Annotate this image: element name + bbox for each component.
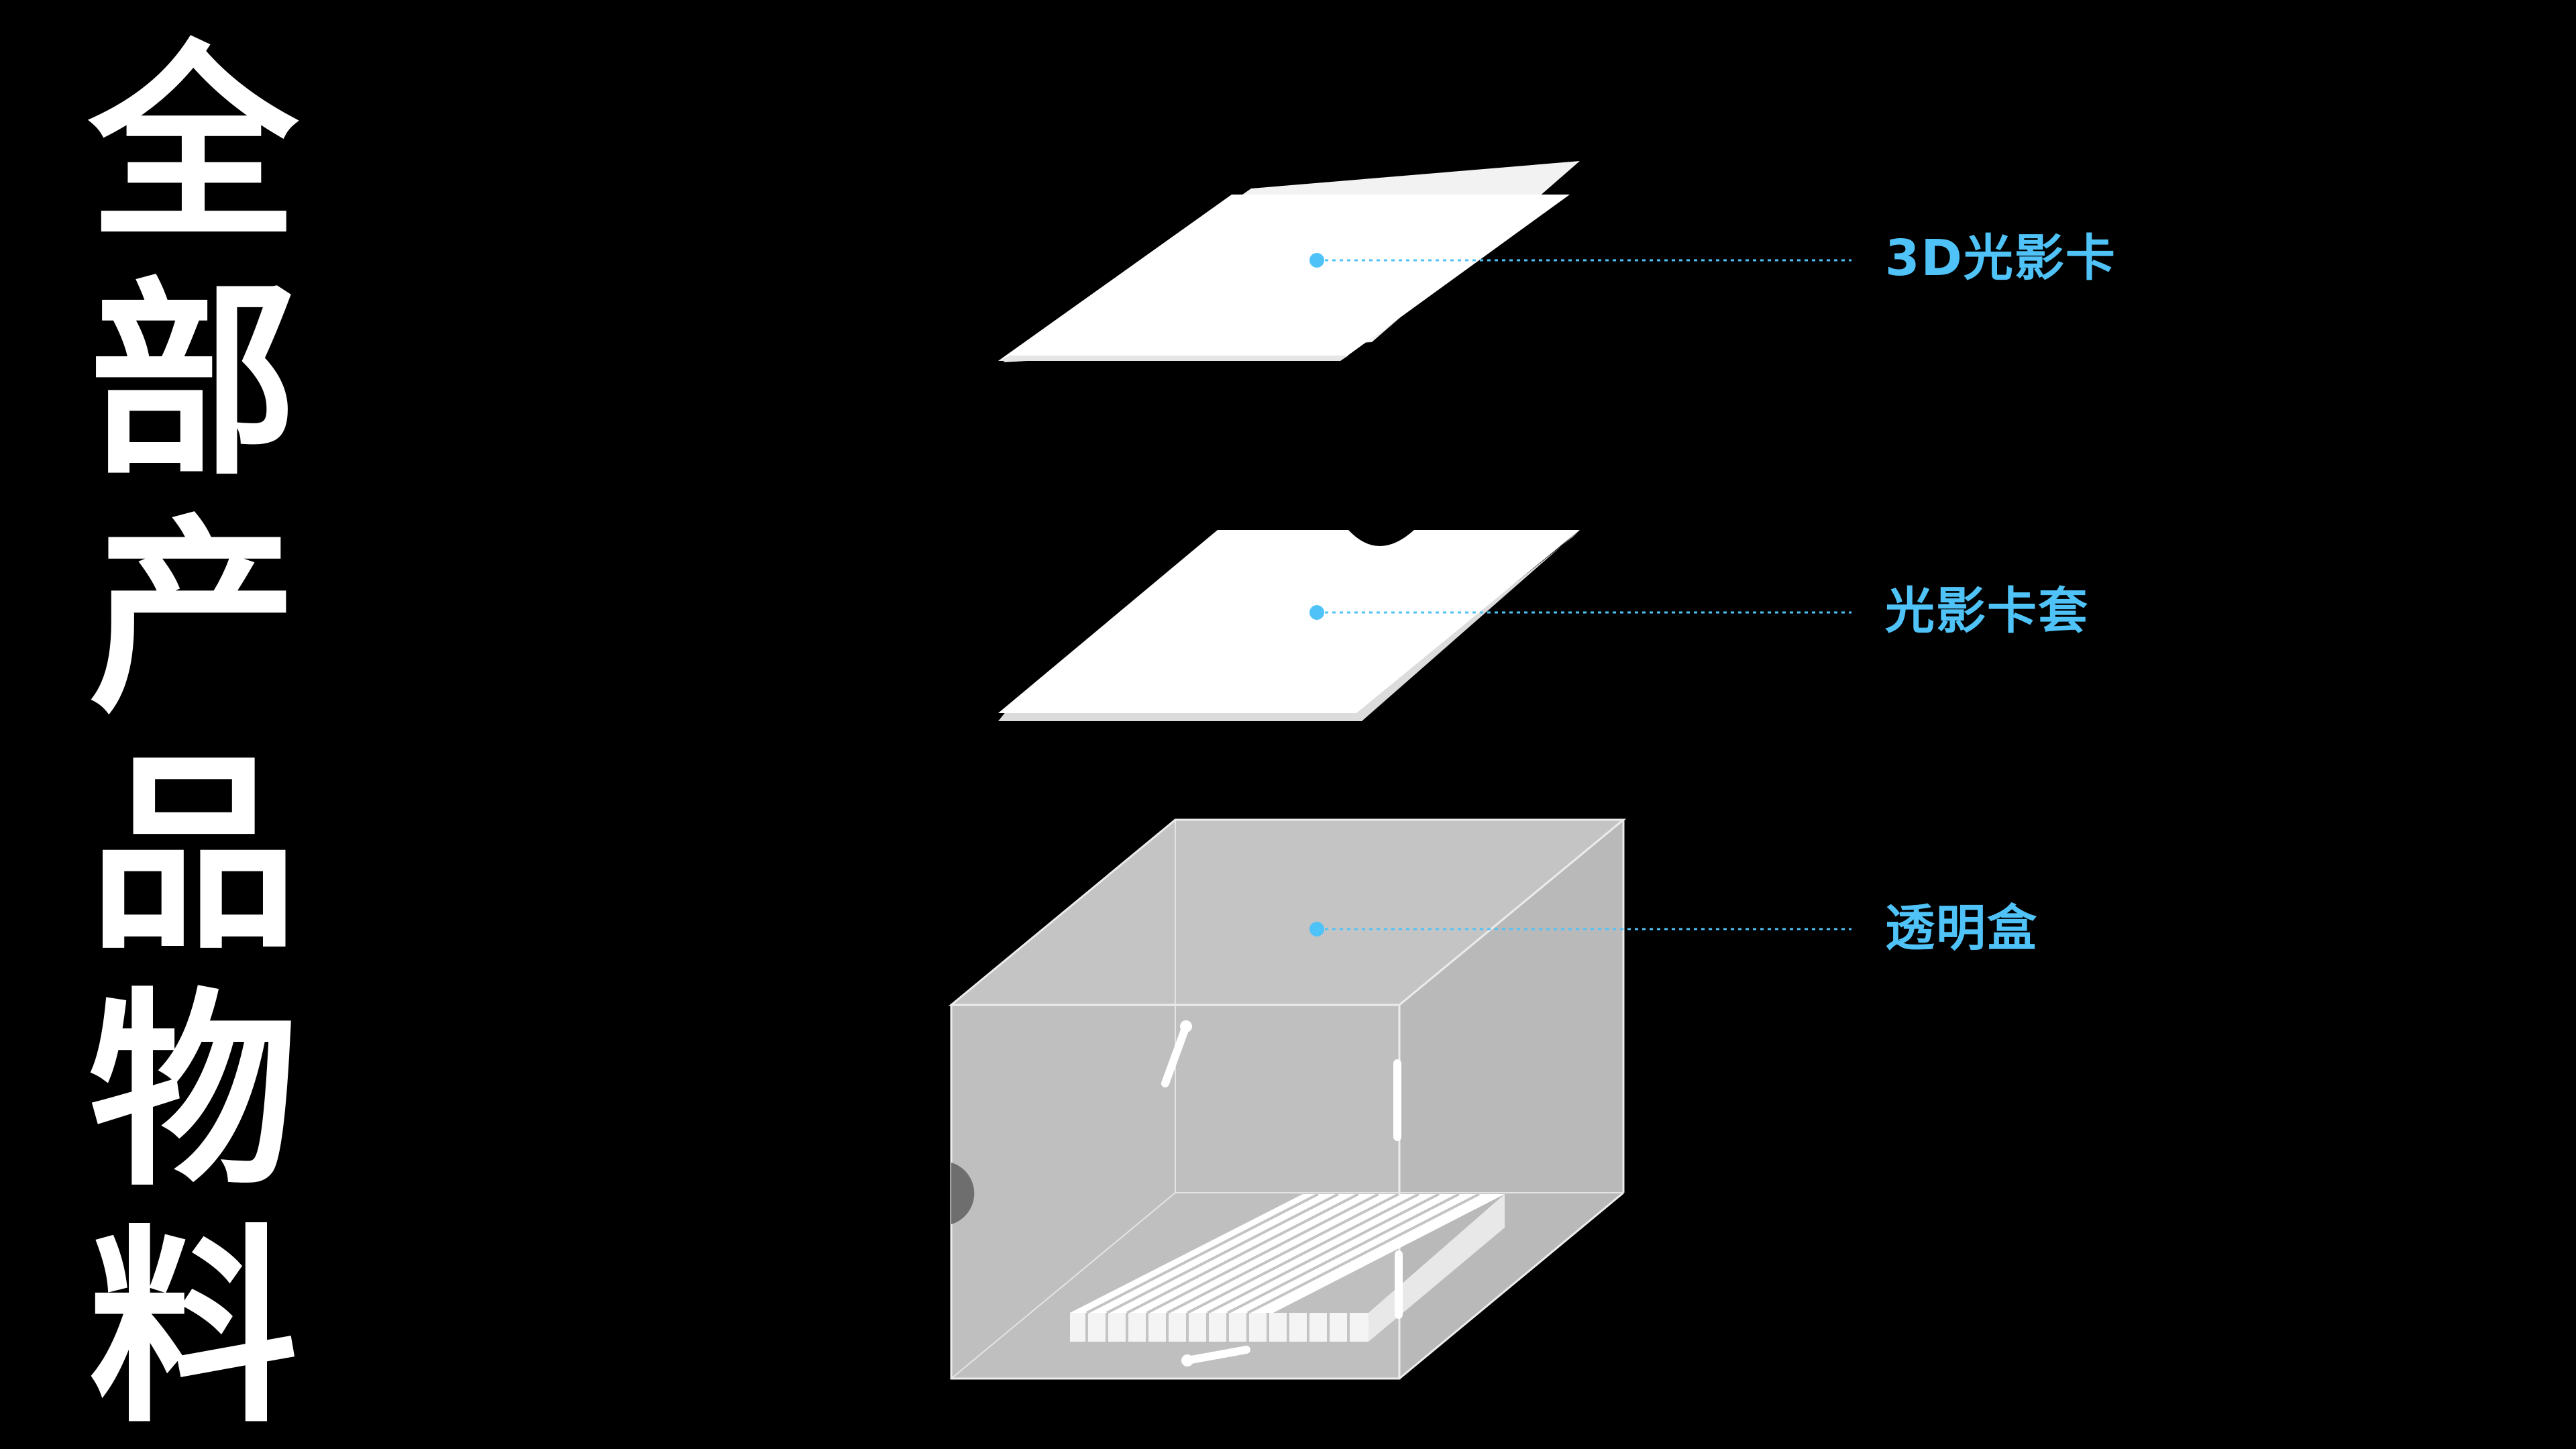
box-peg-head <box>1180 1020 1192 1032</box>
box-card-stand <box>1070 1193 1505 1342</box>
light-card-front-sheet <box>998 195 1570 361</box>
label-3d-light-card: 3D光影卡 <box>1885 229 2116 287</box>
light-card-illustration <box>998 161 1580 362</box>
leader-box <box>1309 922 1851 936</box>
leader-card <box>1309 253 1851 268</box>
card-sleeve-back-edge <box>998 530 1580 721</box>
title-char: 料 <box>89 1207 298 1449</box>
label-card-sleeve: 光影卡套 <box>1885 582 2089 640</box>
card-sleeve-thumb-notch <box>1348 530 1414 546</box>
title-char: 品 <box>89 733 298 977</box>
title-char: 产 <box>89 496 298 741</box>
transparent-box-illustration <box>948 818 1627 1380</box>
title-char: 部 <box>89 260 298 504</box>
leader-dot <box>1309 605 1324 620</box>
leader-sleeve <box>1309 605 1851 620</box>
vertical-title: 全 部 产 品 物 料 <box>79 27 307 1448</box>
box-pegs <box>1161 1022 1403 1364</box>
light-card-edge <box>998 356 1348 361</box>
box-peg-head <box>1181 1354 1193 1366</box>
label-transparent-box: 透明盒 <box>1885 900 2038 957</box>
title-char: 物 <box>89 970 298 1214</box>
title-char: 全 <box>89 23 298 267</box>
box-front-edges <box>948 818 1627 1380</box>
card-sleeve-body <box>998 530 1580 713</box>
box-card-stand-slats <box>1085 1193 1480 1342</box>
leader-dot <box>1309 922 1324 936</box>
box-finger-notch <box>951 1163 975 1224</box>
card-sleeve-illustration <box>998 530 1580 721</box>
leader-dot <box>1309 253 1324 268</box>
